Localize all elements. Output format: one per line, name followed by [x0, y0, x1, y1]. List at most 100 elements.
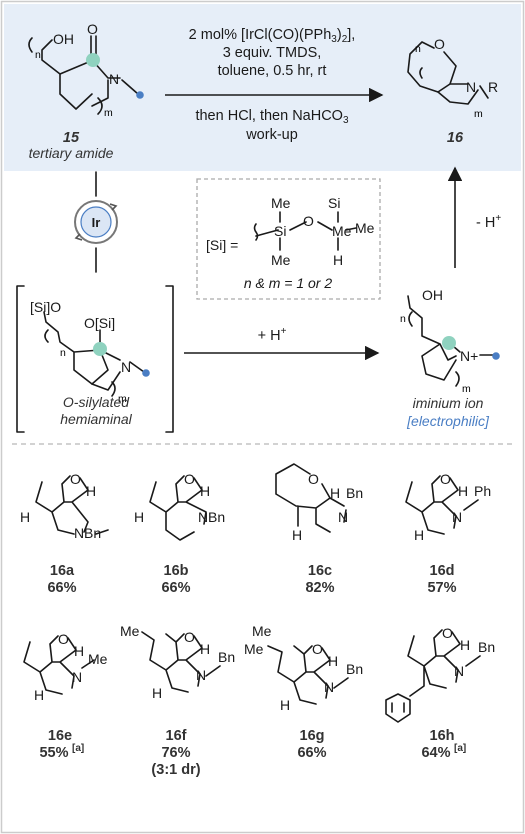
product-16b-yield: 66% [161, 580, 190, 596]
cycle-arrowhead-top [109, 203, 118, 211]
silyl-me-1: Me [271, 195, 291, 211]
product-16c-yield: 82% [305, 580, 334, 596]
svg-text:H: H [280, 697, 290, 713]
svg-text:Me: Me [244, 641, 264, 657]
product-16a-yield: 66% [47, 580, 76, 596]
svg-text:H: H [330, 485, 340, 501]
product-16d-id: 16d [430, 563, 455, 579]
product-16d-yield: 57% [427, 580, 456, 596]
product-16e-yield: 55% [39, 745, 68, 761]
svg-text:Bn: Bn [218, 649, 235, 665]
iridium-badge [80, 206, 112, 238]
product-16-structure: O N R n m [407, 36, 498, 120]
hemiaminal-label-2: hemiaminal [60, 411, 132, 427]
iminium-label: iminium ion [413, 395, 484, 411]
svg-text:O: O [308, 471, 319, 487]
svg-text:H: H [134, 509, 144, 525]
silyl-si-2: Me [332, 223, 352, 239]
svg-text:Bn: Bn [208, 509, 225, 525]
hemi-n-label: N [121, 359, 131, 375]
hemi-osi-label: [Si]O [30, 299, 61, 315]
iminium-n-subscript: n [400, 313, 406, 325]
product-16g-yield: 66% [297, 745, 326, 761]
svg-text:Bn: Bn [478, 639, 495, 655]
conditions-line-5: work-up [245, 127, 298, 143]
product-16h-yield: 64% [421, 745, 450, 761]
svg-text:N: N [324, 679, 334, 695]
svg-text:Bn: Bn [346, 485, 363, 501]
svg-text:H: H [460, 637, 470, 653]
svg-text:O: O [440, 471, 451, 487]
svg-text:N: N [196, 667, 206, 683]
product-n-label: N [466, 79, 476, 95]
product-16e-structure: O H N Me H [23, 631, 108, 703]
product-16d-structure: O H N Ph H [405, 471, 491, 543]
svg-text:Bn: Bn [84, 525, 101, 541]
iminium-n-label: N+ [460, 348, 478, 364]
svg-text:H: H [328, 653, 338, 669]
svg-text:O: O [442, 625, 453, 641]
amide-n-label: N [109, 71, 119, 87]
conditions-line-4: then HCl, then NaHCO3 [195, 108, 348, 126]
product-16h-id: 16h [430, 728, 455, 744]
svg-text:Ph: Ph [474, 483, 491, 499]
iridium-label: Ir [92, 215, 101, 230]
svg-text:H: H [86, 483, 96, 499]
product-16b-id: 16b [164, 563, 189, 579]
svg-text:O: O [184, 471, 195, 487]
product-16c-id: 16c [308, 563, 332, 579]
product-16f-dr: (3:1 dr) [151, 762, 200, 778]
svg-text:H: H [152, 685, 162, 701]
product-16h-structure: O H N Bn [385, 625, 495, 723]
bracket-right [165, 285, 174, 433]
product-16f-structure: Me O H N Bn H [120, 623, 235, 701]
hemi-n-subscript: n [60, 347, 66, 359]
hemiaminal-structure: [Si]O O[Si] N n m [30, 299, 150, 405]
conditions-line-1: 2 mol% [IrCl(CO)(PPh3)2], [189, 27, 356, 45]
silyl-definition-box [196, 178, 381, 300]
product-16b-structure: O H N Bn H [134, 471, 225, 541]
amide-n-subscript: n [35, 49, 41, 61]
product-m-subscript: m [474, 108, 483, 120]
svg-text:H: H [200, 641, 210, 657]
catalytic-cycle-ring [74, 200, 118, 244]
deprotonation-label: - H+ [476, 213, 501, 231]
svg-text:Bn: Bn [346, 661, 363, 677]
silyl-h: H [333, 252, 343, 268]
svg-text:H: H [200, 483, 210, 499]
product-16a-id: 16a [50, 563, 75, 579]
amide-oh-label: OH [53, 31, 74, 47]
conditions-line-3: toluene, 0.5 hr, rt [218, 63, 327, 79]
svg-text:N: N [72, 669, 82, 685]
silyl-bonds-a [253, 221, 333, 241]
product-r-label: R [488, 79, 498, 95]
product-16g-structure: Me Me O H N Bn H [244, 623, 363, 713]
svg-text:O: O [70, 471, 81, 487]
silyl-bonds-b [279, 211, 357, 251]
svg-text:Me: Me [120, 623, 140, 639]
hemi-m-subscript: m [118, 393, 127, 405]
amide-carbonyl-o-label: O [87, 21, 98, 37]
silyl-si-1: Si [274, 223, 286, 239]
silyl-me-2: Me [271, 252, 291, 268]
product-16a-structure: O H N Bn H [20, 471, 109, 541]
svg-text:O: O [184, 629, 195, 645]
reaction-panel [4, 4, 521, 171]
svg-text:Me: Me [252, 623, 272, 639]
protonation-label: + H+ [258, 326, 287, 344]
product-16g-id: 16g [300, 728, 325, 744]
amide-15-structure: OH O N n m [28, 21, 144, 119]
svg-text:H: H [34, 687, 44, 703]
product-16f-yield: 76% [161, 745, 190, 761]
product-16h-yield-note: [a] [454, 743, 466, 754]
iminium-sublabel: [electrophilic] [406, 413, 490, 429]
iminium-m-subscript: m [462, 383, 471, 395]
svg-text:O: O [58, 631, 69, 647]
product-id: 16 [447, 130, 464, 146]
product-n-subscript: n [415, 43, 421, 55]
amide-label: tertiary amide [29, 145, 114, 161]
svg-text:H: H [292, 527, 302, 543]
svg-text:O: O [312, 641, 323, 657]
iminium-structure: OH N+ n m [400, 287, 500, 395]
cycle-arrowhead-bottom [74, 233, 83, 241]
